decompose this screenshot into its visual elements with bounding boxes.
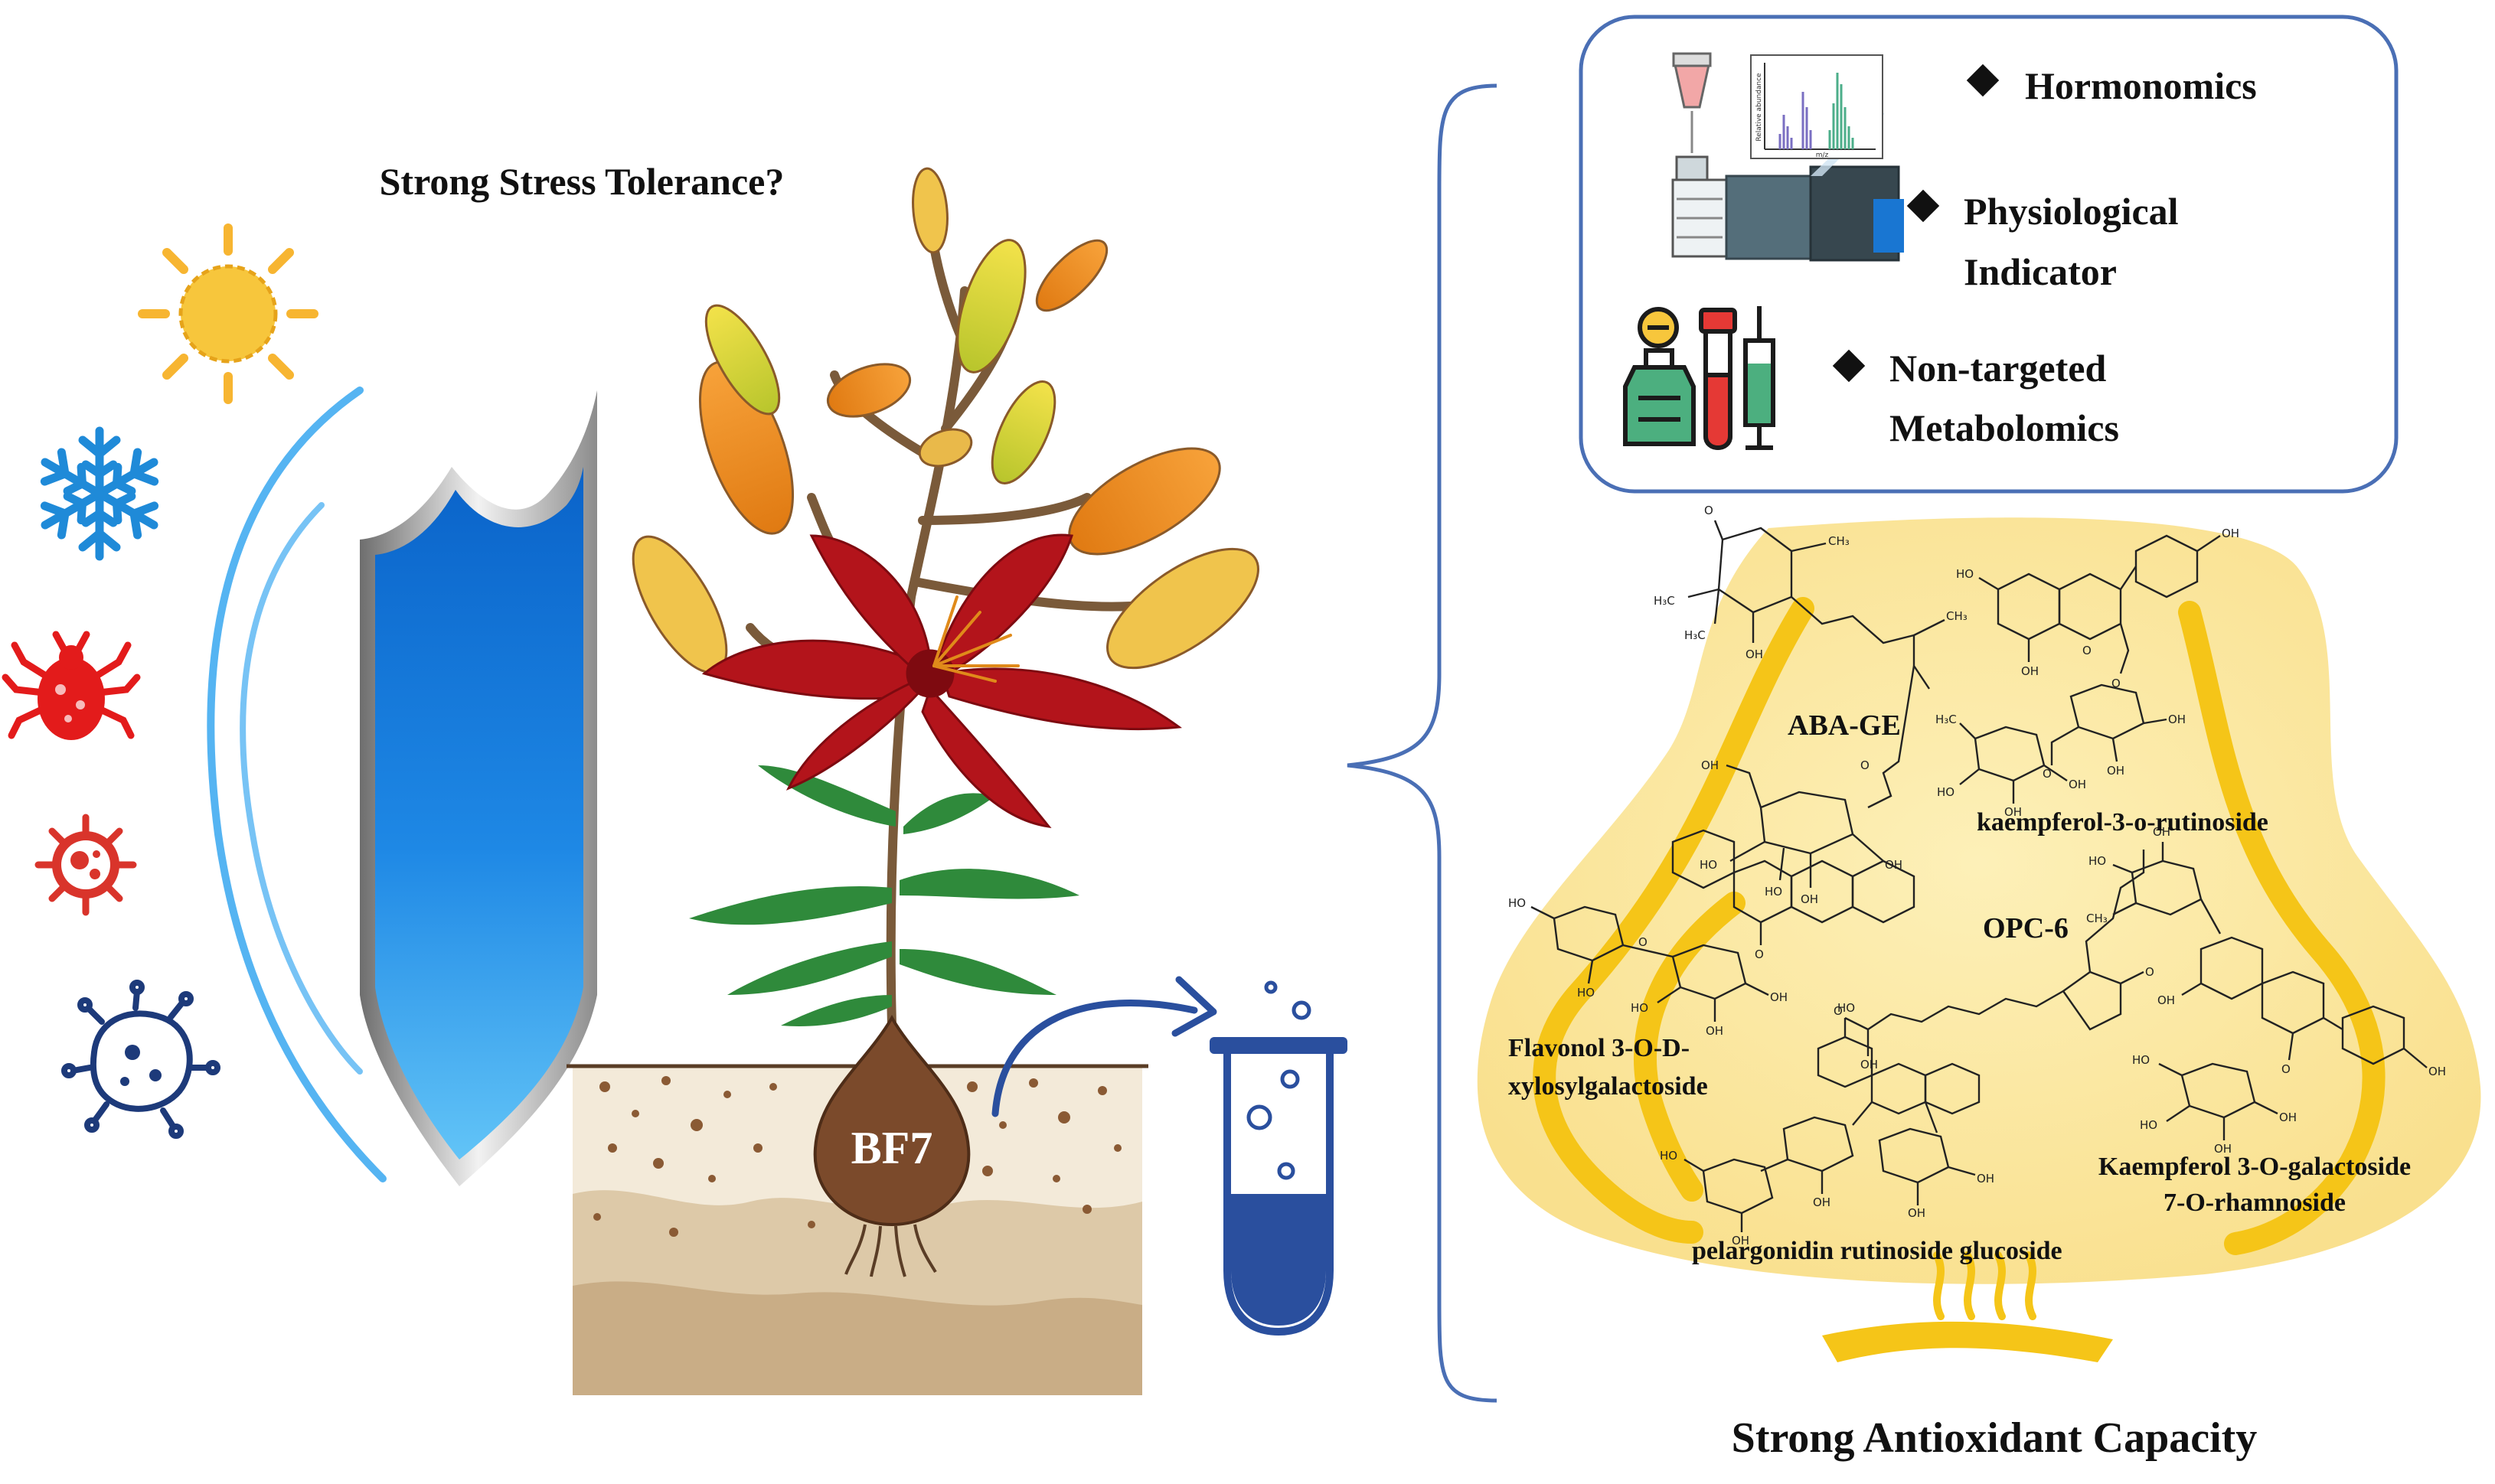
- lc-ms-instrument-icon: [1671, 52, 1904, 262]
- spectrum-chart: Relative abundance m/z: [1750, 54, 1883, 159]
- chemical-structures: O CH₃ OH H₃C H₃C CH₃ O OH HO HO OH OH OH …: [1508, 504, 2446, 1248]
- svg-text:OH: OH: [2069, 778, 2086, 791]
- shield-icon: [360, 390, 597, 1186]
- svg-text:HO: HO: [1631, 1001, 1648, 1015]
- svg-text:OH: OH: [2222, 527, 2239, 540]
- spectrum-y-label: Relative abundance: [1755, 73, 1763, 142]
- svg-text:HO: HO: [1660, 1149, 1677, 1163]
- method-label: Indicator: [1964, 250, 2117, 293]
- svg-text:HO: HO: [1937, 785, 1955, 799]
- label-flavonol-line1: Flavonol 3-O-D-: [1508, 1034, 1690, 1062]
- deflection-arcs: [207, 386, 387, 1182]
- lab-equipment-icon: [1623, 306, 1775, 450]
- lily-plant: BF7: [632, 167, 1259, 1277]
- svg-text:HO: HO: [1700, 858, 1717, 872]
- bulb: [813, 1015, 971, 1227]
- svg-text:OH: OH: [2021, 664, 2039, 678]
- svg-text:OH: OH: [1977, 1172, 1994, 1186]
- svg-text:OH: OH: [1746, 647, 1763, 661]
- kaempferol-rutinoside-structure: OH HO OH O O OH OH O H₃C HO OH OH: [1935, 527, 2239, 819]
- lily-flower: [701, 533, 1182, 829]
- mite-icon: [2, 631, 141, 740]
- svg-text:O: O: [1834, 1004, 1843, 1018]
- virus-icon: [61, 980, 220, 1139]
- svg-text:O: O: [2111, 677, 2121, 690]
- method-item-3: Non-targeted Metabolomics: [1832, 347, 2119, 449]
- method-label: Hormonomics: [2025, 64, 2257, 107]
- svg-text:CH₃: CH₃: [1946, 609, 1968, 623]
- svg-text:O: O: [2145, 965, 2154, 979]
- kaempferol-galactoside-structure: OH HO CH₃ OH OH O HO HO OH OH: [2086, 825, 2446, 1156]
- antioxidant-glow: [1477, 517, 2481, 1362]
- diagram-title: Strong Stress Tolerance?: [380, 160, 785, 203]
- svg-text:OH: OH: [2428, 1065, 2446, 1078]
- method-label: Physiological: [1964, 190, 2179, 233]
- test-tube-icon: [1210, 980, 1347, 1336]
- svg-text:HO: HO: [1837, 1001, 1855, 1015]
- bacterium-icon: [34, 814, 137, 916]
- svg-text:OH: OH: [2004, 805, 2022, 819]
- svg-text:HO: HO: [2140, 1118, 2157, 1132]
- svg-text:O: O: [2082, 644, 2092, 657]
- svg-text:HO: HO: [1508, 896, 1526, 910]
- svg-text:O: O: [2281, 1062, 2291, 1076]
- svg-text:H₃C: H₃C: [1654, 594, 1675, 608]
- svg-text:OH: OH: [2279, 1111, 2297, 1124]
- svg-text:O: O: [1704, 504, 1713, 517]
- label-opc6: OPC-6: [1983, 912, 2069, 944]
- method-label: Non-targeted: [1889, 347, 2106, 390]
- label-kaempferol-galactoside-line2: 7-O-rhamnoside: [2164, 1189, 2346, 1217]
- svg-text:O: O: [2043, 767, 2052, 781]
- svg-text:OH: OH: [1701, 758, 1719, 772]
- snowflake-icon: [37, 426, 162, 556]
- spectrum-x-label: m/z: [1816, 152, 1829, 159]
- conclusion-label: Strong Antioxidant Capacity: [1732, 1414, 2258, 1462]
- svg-text:OH: OH: [1770, 990, 1788, 1004]
- svg-text:OH: OH: [1860, 1058, 1878, 1071]
- svg-text:O: O: [1755, 947, 1764, 961]
- svg-text:HO: HO: [1577, 986, 1595, 1000]
- label-pelargonidin: pelargonidin rutinoside glucoside: [1692, 1237, 2062, 1265]
- svg-text:OH: OH: [1813, 1195, 1830, 1209]
- svg-text:OH: OH: [1706, 1024, 1723, 1038]
- svg-text:OH: OH: [1908, 1206, 1925, 1220]
- arrow-head: [1171, 976, 1217, 1037]
- label-kaempferol-galactoside-line1: Kaempferol 3-O-galactoside: [2098, 1153, 2411, 1181]
- svg-text:H₃C: H₃C: [1935, 713, 1957, 726]
- method-item-2: Physiological Indicator: [1906, 189, 2179, 293]
- curly-brace: [1347, 83, 1497, 1403]
- svg-text:OH: OH: [2214, 1142, 2232, 1156]
- stamens: [932, 595, 1020, 683]
- svg-text:CH₃: CH₃: [1828, 534, 1850, 548]
- svg-text:HO: HO: [1765, 885, 1782, 899]
- pelargonidin-structure: HO HO OH OH OH OH: [1660, 1001, 1994, 1248]
- svg-text:O: O: [1638, 935, 1648, 949]
- svg-text:OH: OH: [1732, 1234, 1749, 1248]
- label-flavonol-line2: xylosylgalactoside: [1508, 1072, 1708, 1101]
- soil-block: [567, 1064, 1148, 1395]
- svg-text:OH: OH: [1801, 892, 1818, 906]
- label-aba-ge: ABA-GE: [1788, 709, 1901, 742]
- roots: [844, 1224, 937, 1277]
- sun-icon: [138, 223, 318, 404]
- svg-text:OH: OH: [2157, 993, 2175, 1007]
- svg-text:CH₃: CH₃: [2086, 912, 2108, 925]
- flavonol-structure: O O HO HO OH HO OH: [1508, 829, 1915, 1038]
- svg-text:H₃C: H₃C: [1684, 628, 1706, 642]
- svg-text:HO: HO: [1956, 567, 1974, 581]
- svg-text:O: O: [1860, 758, 1870, 772]
- svg-text:HO: HO: [2132, 1053, 2150, 1067]
- svg-text:HO: HO: [2088, 854, 2106, 868]
- method-label: Metabolomics: [1889, 406, 2119, 449]
- svg-text:OH: OH: [2168, 713, 2186, 726]
- bulb-label: BF7: [851, 1123, 933, 1173]
- svg-text:OH: OH: [2107, 764, 2124, 778]
- label-kaempferol-rutinoside: kaempferol-3-o-rutinoside: [1977, 808, 2268, 837]
- arrow-to-tube: [991, 1000, 1198, 1117]
- svg-text:OH: OH: [2153, 825, 2170, 839]
